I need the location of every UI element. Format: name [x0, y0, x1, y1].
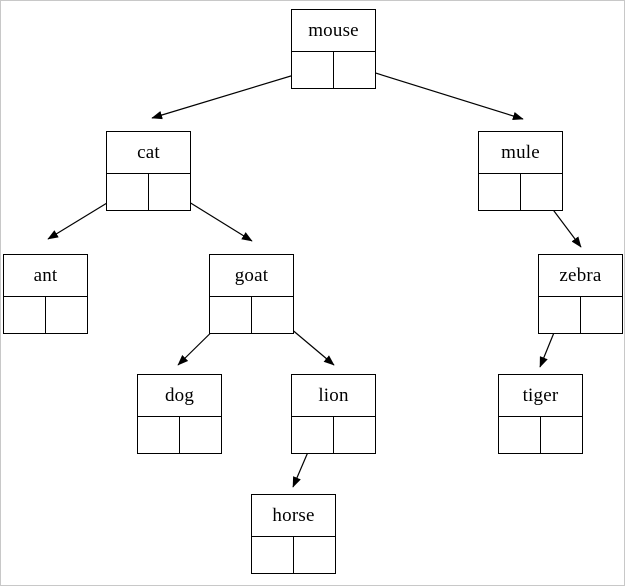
tree-node-label: lion — [318, 385, 349, 406]
tree-node-mouse[interactable]: mouse — [291, 9, 376, 89]
tree-node-pointer-row — [138, 416, 221, 453]
tree-node-mule[interactable]: mule — [478, 131, 563, 211]
right-pointer-cell — [581, 297, 623, 333]
tree-node-tiger[interactable]: tiger — [498, 374, 583, 454]
tree-edge-mouse-to-cat — [151, 68, 315, 120]
left-pointer-cell — [252, 537, 294, 573]
tree-node-pointer-row — [107, 173, 190, 210]
right-pointer-cell — [521, 174, 563, 210]
tree-node-cat[interactable]: cat — [106, 131, 191, 211]
right-pointer-cell — [541, 417, 583, 453]
tree-node-zebra[interactable]: zebra — [538, 254, 623, 334]
tree-node-label: ant — [33, 265, 58, 286]
tree-node-ant[interactable]: ant — [3, 254, 88, 334]
right-pointer-cell — [334, 417, 376, 453]
left-pointer-cell — [210, 297, 252, 333]
right-pointer-cell — [149, 174, 191, 210]
left-pointer-cell — [539, 297, 581, 333]
tree-node-pointer-row — [499, 416, 582, 453]
left-pointer-cell — [499, 417, 541, 453]
tree-node-dog[interactable]: dog — [137, 374, 222, 454]
tree-node-pointer-row — [479, 173, 562, 210]
tree-node-label: mouse — [308, 20, 359, 41]
tree-node-horse[interactable]: horse — [251, 494, 336, 574]
left-pointer-cell — [138, 417, 180, 453]
tree-node-pointer-row — [292, 416, 375, 453]
tree-node-label: horse — [272, 505, 315, 526]
right-pointer-cell — [334, 52, 376, 88]
tree-node-pointer-row — [252, 536, 335, 573]
tree-node-label: dog — [164, 385, 195, 406]
tree-node-label: cat — [137, 142, 160, 163]
tree-node-label: goat — [234, 265, 269, 286]
right-pointer-cell — [252, 297, 294, 333]
left-pointer-cell — [107, 174, 149, 210]
left-pointer-cell — [479, 174, 521, 210]
tree-node-label: tiger — [522, 385, 559, 406]
tree-node-lion[interactable]: lion — [291, 374, 376, 454]
right-pointer-cell — [294, 537, 336, 573]
left-pointer-cell — [292, 417, 334, 453]
left-pointer-cell — [4, 297, 46, 333]
right-pointer-cell — [46, 297, 88, 333]
tree-node-label: mule — [501, 142, 540, 163]
tree-node-pointer-row — [539, 296, 622, 333]
right-pointer-cell — [180, 417, 222, 453]
tree-node-pointer-row — [210, 296, 293, 333]
left-pointer-cell — [292, 52, 334, 88]
tree-node-pointer-row — [4, 296, 87, 333]
tree-node-label: zebra — [559, 265, 602, 286]
tree-node-goat[interactable]: goat — [209, 254, 294, 334]
tree-node-pointer-row — [292, 51, 375, 88]
tree-edge-mouse-to-mule — [352, 65, 524, 121]
